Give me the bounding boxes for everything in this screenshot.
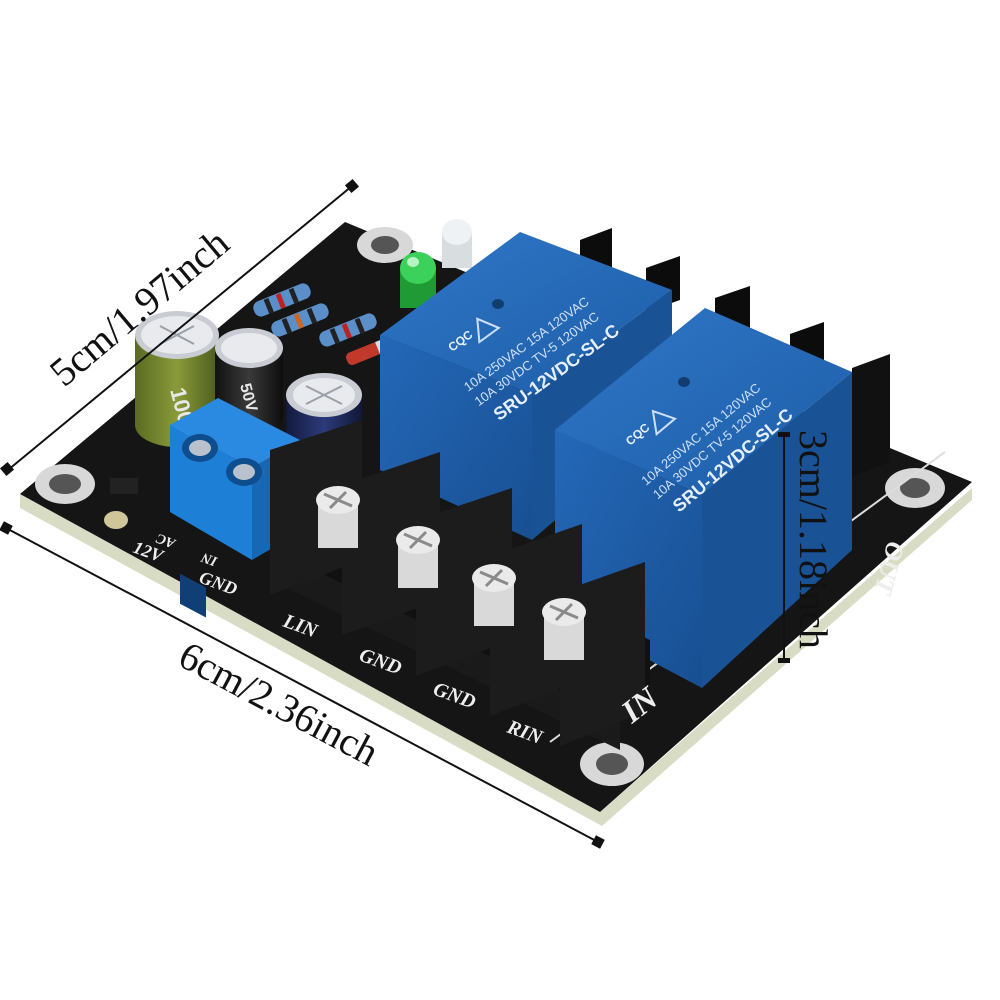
warning-triangle-icon (476, 317, 501, 344)
resistor (253, 283, 311, 317)
output-terminal-tab (852, 354, 890, 476)
terminal-screw (396, 526, 440, 588)
resistor (271, 303, 329, 337)
label-in: IN (199, 549, 221, 569)
pcb-edge (20, 488, 972, 826)
terminal-screw (472, 564, 516, 626)
label-ac: AC (154, 530, 178, 551)
terminal-screw (542, 598, 586, 660)
warning-triangle-icon (651, 409, 677, 437)
barrier-wall (416, 488, 512, 676)
terminal-screw (316, 486, 360, 548)
mounting-hole (885, 468, 945, 508)
mounting-hole (357, 227, 413, 263)
dimension-height-label: 3cm/1.18inch (791, 430, 836, 649)
transistor (110, 478, 138, 494)
dimension-height: 3cm/1.18inch (778, 430, 836, 663)
clear-led (442, 219, 472, 268)
barrier-wall (342, 452, 440, 635)
barrier-wall (270, 420, 362, 595)
mounting-hole (35, 464, 95, 504)
mounting-hole (580, 742, 644, 786)
solder-pad (104, 511, 128, 529)
capacitor-label: 50V (236, 382, 260, 414)
resistor (319, 313, 377, 347)
